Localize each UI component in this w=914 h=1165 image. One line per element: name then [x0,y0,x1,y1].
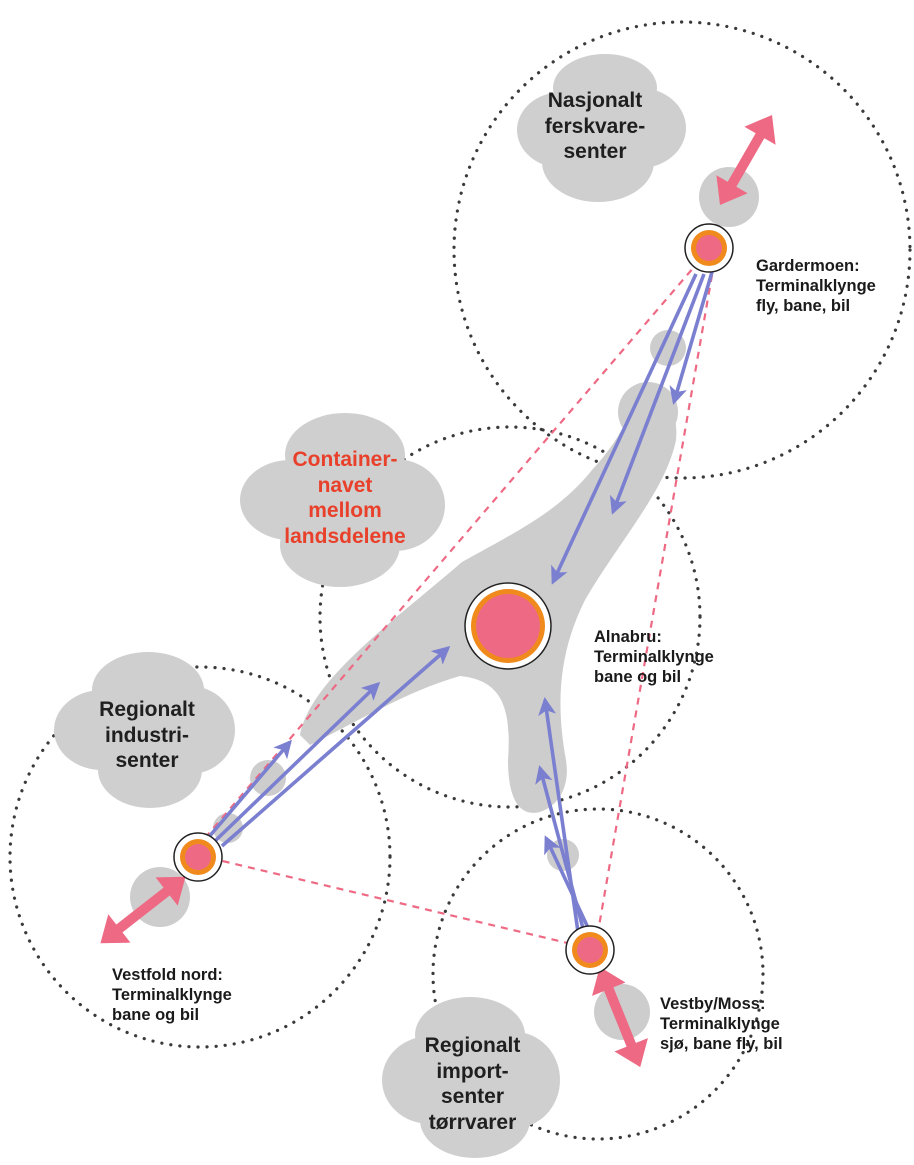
cloud-label-regional-import: Regionalt import- senter tørrvarer [395,1033,550,1135]
external-arrow-gardermoen [716,114,776,206]
dashed-link-gardermoen-vestfold [204,259,701,839]
flow-arrows [206,271,714,933]
flow-arrow-vestfold-alnabru-3 [220,646,451,848]
node-label-alnabru: Alnabru: Terminalklynge bane og bil [594,627,714,687]
cloud-label-line: Regionalt [99,698,195,721]
zone-circles [8,20,912,1141]
node-label-line: Gardermoen: [756,257,860,275]
flow-arrow-gardermoen-alnabru-1 [551,273,698,585]
cloud-label-line: industri- [105,723,189,747]
node-label-line: Terminalklynge [112,986,232,1005]
flow-arrow-vestby-alnabru-3 [544,835,592,933]
cloud-label-line: import- [436,1059,509,1083]
node-label-line: Terminalklynge [594,648,714,667]
cloud-label-line: senter [563,140,627,164]
terminal-gardermoen [684,223,734,273]
cloud-label-line: mellom [308,499,382,523]
external-arrows [100,114,776,1068]
cloud-label-line: Regionalt [424,1034,521,1057]
zone-circle-gardermoen [452,20,912,480]
cloud-label-line: senter [440,1085,505,1109]
node-label-vestby: Vestby/Moss: Terminalklynge sjø, bane fl… [660,994,783,1054]
cloud-label-line: navet [317,473,373,497]
zone-circle-vestby [431,807,765,1141]
node-label-line: sjø, bane fly, bil [660,1035,783,1054]
dashed-link-gardermoen-vestby [596,274,714,933]
dashed-link-vestfold-vestby [209,856,581,948]
flow-arrow-gardermoen-alnabru-3 [669,271,714,405]
corridor-shape [130,167,759,1040]
cloud-container [240,413,445,587]
node-label-gardermoen: Gardermoen: Terminalklynge fly, bane, bi… [756,256,876,316]
zone-circle-alnabru [318,425,702,809]
node-label-line: bane og bil [594,668,682,687]
flow-arrow-gardermoen-alnabru-2 [609,273,706,515]
node-label-vestfold: Vestfold nord: Terminalklynge bane og bi… [112,965,232,1025]
zone-circle-vestfold [8,665,392,1049]
cloud-label-line: tørrvarer [428,1110,517,1134]
dashed-links [204,259,714,948]
node-label-line: bane og bil [112,1006,200,1025]
corridor-blob-north-3 [618,382,678,442]
node-label-line: fly, bane, bil [756,297,851,316]
flow-arrow-vestfold-alnabru-1 [206,739,292,840]
node-label-line: Terminalklynge [660,1015,780,1034]
cloud-regional-industry [54,652,235,808]
node-label-line: Terminalklynge [756,277,876,296]
external-arrow-vestfold [100,876,186,944]
node-label-line: Alnabru: [594,628,662,646]
cloud-label-line: Nasjonalt [547,89,643,112]
corridor-blob-west-1 [250,760,286,796]
flow-arrow-vestfold-alnabru-2 [212,681,381,844]
cloud-national-fresh [517,54,686,202]
cloud-regional-import [382,997,560,1158]
node-label-line: Vestby/Moss: [660,995,766,1013]
external-arrow-vestby [592,966,648,1068]
cloud-label-national-fresh: Nasjonalt ferskvare- senter [520,88,670,165]
cloud-label-line: senter [115,749,179,773]
clouds [54,54,686,1158]
terminal-vestfold [173,832,223,882]
cloud-label-line: ferskvare- [544,114,646,138]
cloud-label-line: Container- [292,448,398,471]
cloud-label-container: Container- navet mellom landsdelene [260,447,430,549]
node-label-line: Vestfold nord: [112,966,223,984]
terminal-vestby [565,925,615,975]
cloud-label-regional-industry: Regionalt industri- senter [72,697,222,774]
cloud-label-line: landsdelene [284,524,406,548]
terminal-alnabru [464,582,552,670]
